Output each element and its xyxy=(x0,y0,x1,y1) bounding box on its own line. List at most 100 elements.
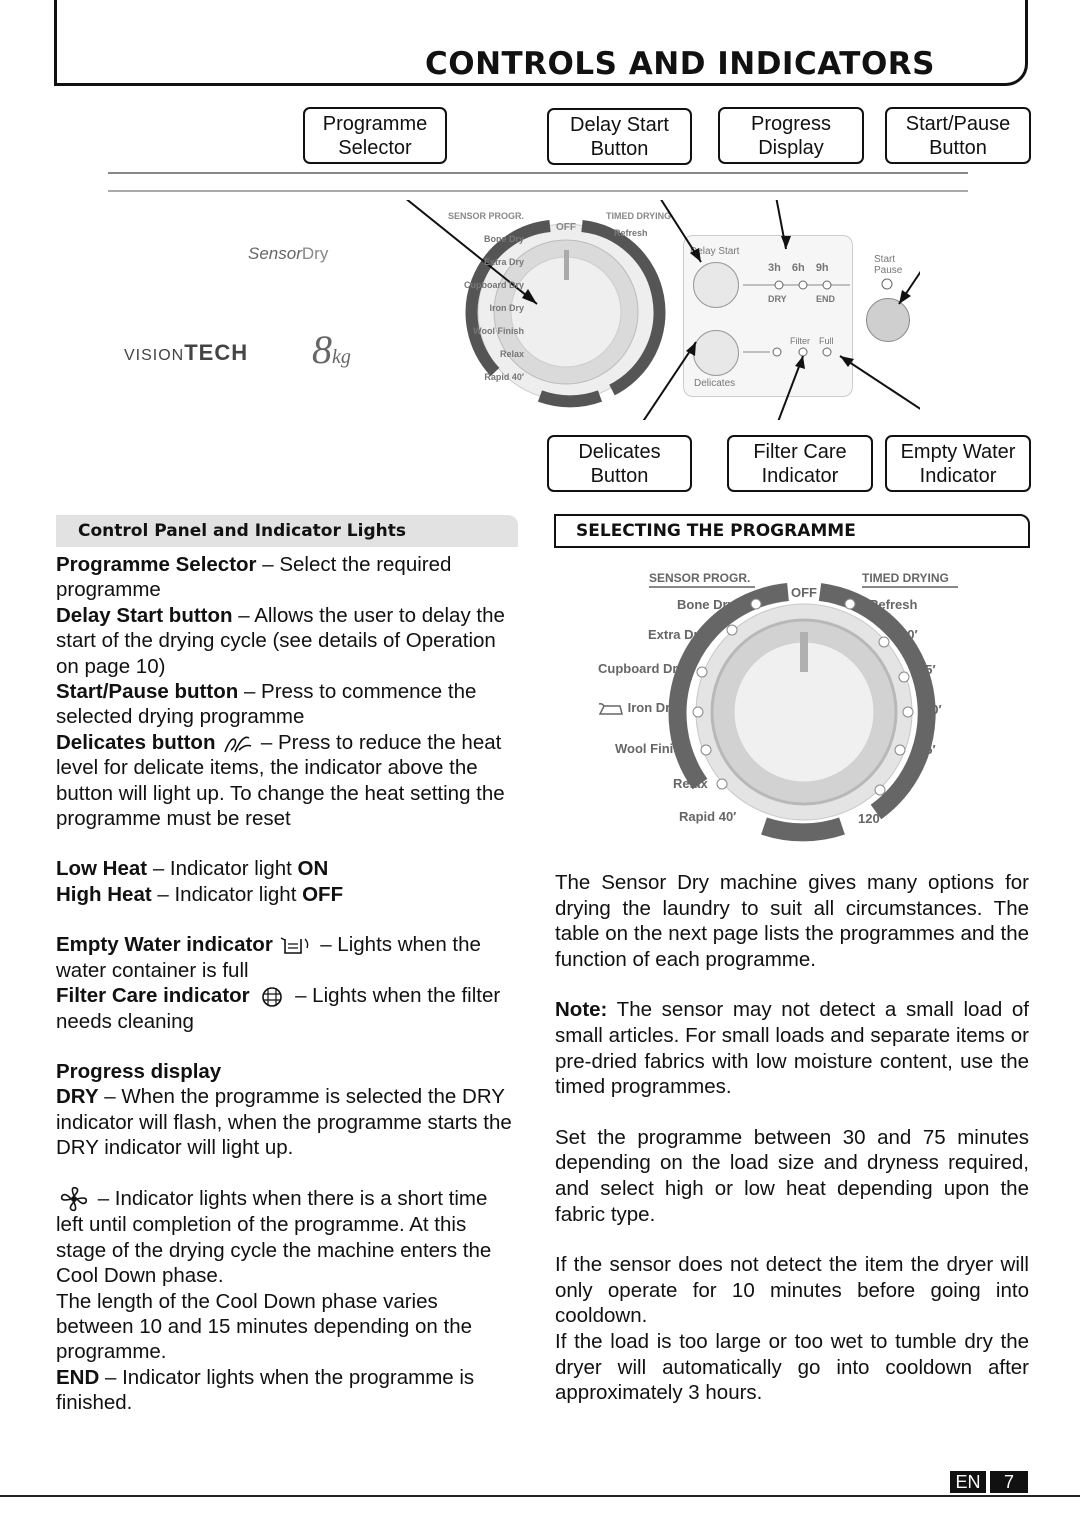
callout-line: Programme xyxy=(322,112,428,135)
callout-line: Filter Care xyxy=(753,440,847,463)
delay-3h: 3h xyxy=(768,262,781,274)
header-frame xyxy=(54,0,1028,86)
dial-sensor-heading: SENSOR PROGR. xyxy=(649,571,751,585)
arrow-filter xyxy=(777,355,804,420)
callout-line: Button xyxy=(929,136,987,159)
arrow-programme-selector xyxy=(405,200,538,305)
panel-prog-item: Refresh xyxy=(614,228,648,238)
panel-sensor-heading: SENSOR PROGR. xyxy=(448,211,524,221)
para-cooldown: – Indicator lights when there is a short… xyxy=(56,1186,518,1289)
para-set-programme: Set the programme between 30 and 75 minu… xyxy=(555,1125,1029,1226)
dial-wool-finish: Wool Finish xyxy=(615,741,689,756)
panel-prog-item: Relax xyxy=(499,349,524,359)
arrow-empty-water xyxy=(839,355,920,410)
panel-prog-item: Extra Dry xyxy=(483,257,524,267)
term: Delay Start button xyxy=(56,603,233,627)
para-large-load: If the load is too large or too wet to t… xyxy=(555,1329,1029,1405)
full-panel-label: Full xyxy=(819,336,834,346)
term: Delicates button xyxy=(56,730,216,754)
subheading: Progress display xyxy=(56,1060,222,1084)
panel-timed-heading: TIMED DRYING xyxy=(606,211,671,221)
panel-dial[interactable] xyxy=(465,220,666,408)
brand-dry: Dry xyxy=(301,244,329,263)
panel-prog-item: Iron Dry xyxy=(489,303,524,313)
callout-line: Progress xyxy=(750,112,832,135)
callout-line: Display xyxy=(758,136,824,159)
callout-line: Start/Pause xyxy=(905,112,1011,135)
desc: – Indicator light xyxy=(151,882,303,906)
start-pause-button[interactable] xyxy=(866,298,910,342)
para-intro: The Sensor Dry machine gives many option… xyxy=(555,871,1029,971)
filter-icon xyxy=(262,986,283,1007)
para-dry: DRY – When the programme is selected the… xyxy=(56,1084,518,1160)
dial-sensor-underline xyxy=(649,586,755,588)
dial-timed-heading: TIMED DRYING xyxy=(862,571,949,585)
dial-60: 60′ xyxy=(924,702,942,717)
panel-prog-item: Wool Finish xyxy=(473,326,524,336)
language-badge: EN xyxy=(950,1471,986,1493)
para-high-heat: High Heat – Indicator light OFF xyxy=(56,882,518,907)
dial-150: 150′ xyxy=(794,826,819,841)
panel-top-edge xyxy=(108,172,968,174)
brand-tech: TECH xyxy=(184,340,249,365)
start-label: Start xyxy=(874,254,896,265)
desc: – Select the required programme xyxy=(56,553,452,602)
panel-prog-item: Rapid 40′ xyxy=(484,372,524,382)
dial-iron-dry-row: Iron Dry xyxy=(598,700,677,716)
progress-end-label: END xyxy=(816,294,836,304)
callout-line: Empty Water xyxy=(900,440,1016,463)
dial-extra-dry: Extra Dry xyxy=(648,627,706,642)
term: Low Heat xyxy=(56,857,148,881)
para-empty-water: Empty Water indicator – Lights when the … xyxy=(56,932,518,983)
callout-line: Button xyxy=(590,137,649,160)
callout-line: Button xyxy=(590,464,649,487)
programme-dial[interactable] xyxy=(580,562,980,852)
right-column: The Sensor Dry machine gives many option… xyxy=(555,870,1029,1406)
para-filter: Filter Care indicator – Lights when the … xyxy=(56,983,518,1034)
term: Start/Pause button xyxy=(56,680,239,704)
arrow-delay-start xyxy=(660,200,702,263)
note-label: Note: xyxy=(555,998,608,1022)
desc: – Indicator lights when the programme is… xyxy=(56,1365,475,1415)
fan-icon xyxy=(60,1187,88,1212)
para-end: END – Indicator lights when the programm… xyxy=(56,1365,518,1416)
dial-45: 45′ xyxy=(918,662,936,677)
callout-line: Indicator xyxy=(919,464,997,487)
arrow-progress xyxy=(775,200,787,250)
state: OFF xyxy=(302,882,344,906)
filter-panel-label: Filter xyxy=(790,336,810,346)
iron-icon xyxy=(598,702,623,715)
section-heading-control-panel: Control Panel and Indicator Lights xyxy=(56,515,518,547)
term: Empty Water indicator xyxy=(56,933,273,957)
state: ON xyxy=(297,857,329,881)
delicates-icon xyxy=(224,736,252,753)
note-text: The sensor may not detect a small load o… xyxy=(555,998,1029,1099)
callout-line: Indicator xyxy=(761,464,839,487)
para-programme-selector: Programme Selector – Select the required… xyxy=(56,552,518,603)
desc: – Lights when the water container is ful… xyxy=(56,933,481,982)
dial-timed-underline xyxy=(862,586,958,588)
para-progress-heading: Progress display xyxy=(56,1059,518,1084)
brand-vision: VISION xyxy=(124,347,185,364)
delay-start-panel-label: Delay Start xyxy=(690,246,740,257)
progress-dry-label: DRY xyxy=(768,294,787,304)
delay-start-button[interactable] xyxy=(693,262,739,308)
water-container-icon xyxy=(280,937,308,954)
capacity-number: 8 xyxy=(312,327,332,372)
dial-90: 90′ xyxy=(897,780,915,795)
dial-off-label: OFF xyxy=(791,585,817,600)
callout-line: Delay Start xyxy=(570,113,669,136)
delicates-panel-label: Delicates xyxy=(694,378,736,389)
panel-edge xyxy=(108,190,968,192)
dial-relax: Relax xyxy=(673,776,708,791)
arrow-delicates xyxy=(642,341,697,420)
delicates-button[interactable] xyxy=(693,330,739,376)
dial-30: 30′ xyxy=(900,627,918,642)
